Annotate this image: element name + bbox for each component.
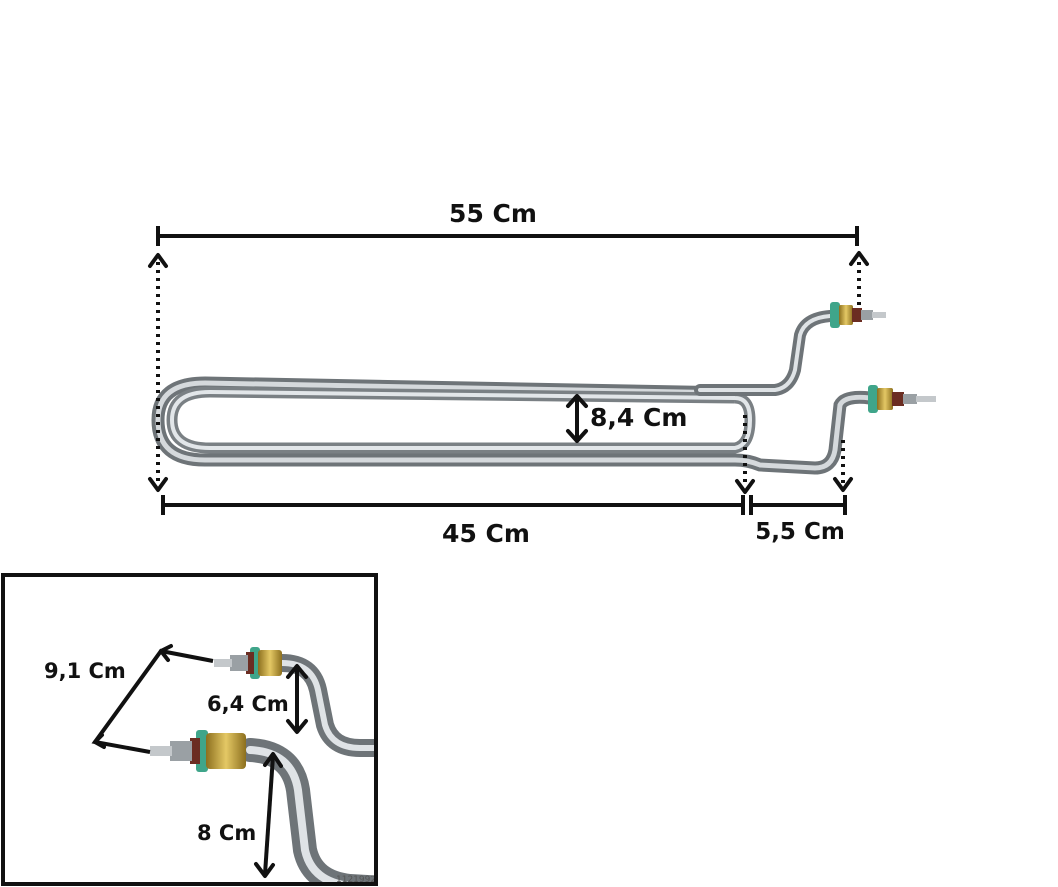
label-upper-bend: 6,4 Cm (207, 692, 289, 716)
heating-element (151, 302, 936, 475)
label-loop-width: 8,4 Cm (590, 403, 687, 432)
label-terminal-spacing: 9,1 Cm (44, 659, 126, 683)
inset-terminal-upper (214, 647, 282, 679)
dimension-total-length: 55 Cm (156, 199, 859, 246)
guide-left (148, 253, 168, 492)
label-lower-bend: 8 Cm (197, 821, 256, 845)
inset-frame (1, 573, 378, 886)
dimension-loop-length: 45 Cm (161, 495, 745, 548)
tube-upper-exit (694, 310, 836, 396)
dimension-terminal-spacing: 9,1 Cm (44, 644, 214, 754)
inset-detail: 1121992 9,1 Cm 6,4 Cm 8 Cm (1, 573, 378, 886)
inset-serial: 1121992 (336, 875, 376, 885)
terminal-lower (868, 385, 936, 413)
inset-terminal-lower (150, 730, 246, 772)
label-total-length: 55 Cm (449, 199, 537, 228)
guide-right-top (849, 251, 869, 308)
label-loop-length: 45 Cm (442, 519, 530, 548)
guide-right-bottom (833, 440, 853, 492)
dimension-upper-bend: 6,4 Cm (207, 664, 308, 734)
guide-mid (735, 415, 755, 494)
dimension-offset: 5,5 Cm (749, 495, 847, 545)
label-offset: 5,5 Cm (755, 519, 845, 545)
terminal-upper (830, 302, 886, 328)
dimension-loop-width: 8,4 Cm (566, 394, 687, 443)
dimension-lower-bend: 8 Cm (197, 752, 283, 878)
